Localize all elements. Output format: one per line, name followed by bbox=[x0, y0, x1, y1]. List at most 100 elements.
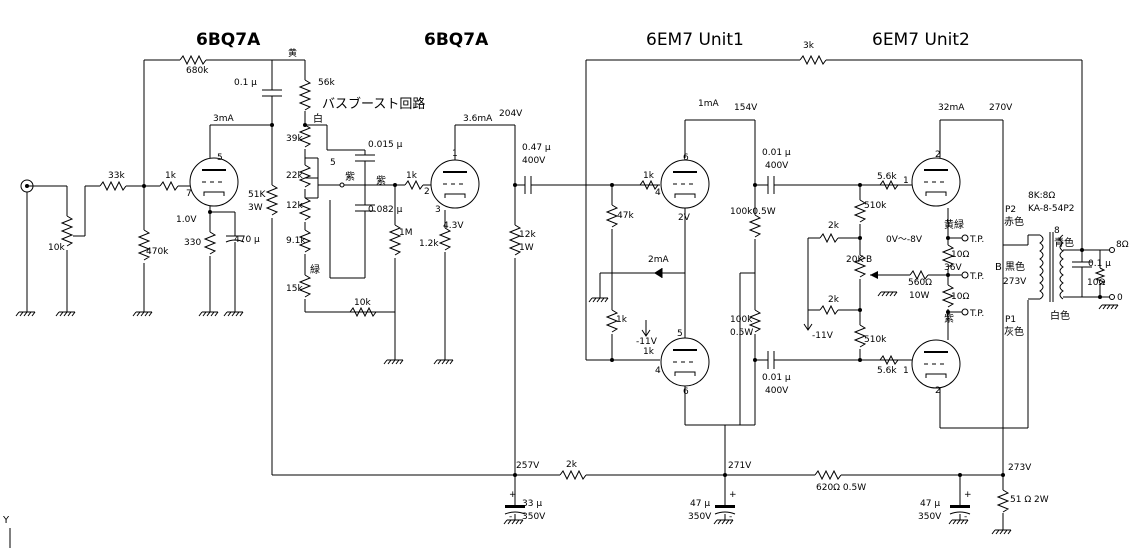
title-tube4: 6EM7 Unit2 bbox=[872, 30, 970, 50]
label-r1k-d: 1k bbox=[616, 315, 628, 325]
label-r10k: 10k bbox=[354, 298, 371, 308]
label-r3k: 3k bbox=[803, 41, 815, 51]
label-i3-6ma: 3.6mA bbox=[463, 114, 493, 124]
label-purple: 紫 bbox=[345, 171, 355, 183]
label-white2: 白色 bbox=[1050, 309, 1070, 322]
label-r2k-b: 2k bbox=[828, 295, 840, 305]
label-r20k: 20K bbox=[846, 255, 864, 265]
label-w10: 10W bbox=[909, 291, 929, 301]
label-i1ma: 1mA bbox=[698, 99, 719, 109]
label-i3ma: 3mA bbox=[213, 114, 234, 124]
label-pin2c: 2 bbox=[935, 150, 941, 160]
label-c001b: 0.01 μ bbox=[762, 373, 791, 383]
label-r1k-e: 1k bbox=[643, 347, 655, 357]
label-r1k-c: 1k bbox=[643, 171, 655, 181]
label-pin5a: 5 bbox=[217, 153, 223, 163]
label-v257: 257V bbox=[516, 461, 540, 471]
label-r2k-c: 2k bbox=[566, 460, 578, 470]
label-pin6b: 6 bbox=[683, 387, 689, 397]
label-r1-2k: 1.2k bbox=[419, 239, 439, 249]
label-vm11b: -11V bbox=[812, 331, 834, 341]
label-vr10k: 10k bbox=[48, 243, 65, 253]
label-r9-1k: 9.1k bbox=[286, 236, 306, 246]
label-yellow-green: 黄緑 bbox=[944, 218, 964, 231]
ground-symbols bbox=[15, 291, 1119, 535]
titles: 6BQ7A 6BQ7A 6EM7 Unit1 6EM7 Unit2 バスブースト… bbox=[196, 30, 970, 112]
label-minus-c: - bbox=[964, 512, 967, 522]
label-v271: 271V bbox=[728, 461, 752, 471]
label-r620: 620Ω 0.5W bbox=[816, 483, 866, 493]
label-tp3: T.P. bbox=[969, 309, 984, 319]
label-red: 赤色 bbox=[1004, 215, 1024, 228]
label-b-black: B 黒色 bbox=[995, 260, 1025, 273]
label-r510k-b: 510k bbox=[864, 335, 887, 345]
label-r22k: 22k bbox=[286, 171, 303, 181]
label-r2k-a: 2k bbox=[828, 221, 840, 231]
label-plus-c: + bbox=[964, 490, 972, 500]
label-r1k-a: 1k bbox=[165, 171, 177, 181]
label-pin4b: 4 bbox=[655, 366, 661, 376]
label-corner: Y bbox=[2, 515, 10, 526]
label-r33k: 33k bbox=[108, 171, 125, 181]
label-c47b: 47 μ bbox=[920, 499, 940, 509]
label-w3: 3W bbox=[248, 203, 263, 213]
label-plus-b: + bbox=[729, 490, 737, 500]
component-labels: 680k 0.1 μ 黄 56k 白 33k 1k 7 5 3mA 51K 3W… bbox=[2, 41, 1129, 526]
title-bass-boost: バスブースト回路 bbox=[322, 96, 425, 112]
label-purple3: 紫 bbox=[944, 313, 954, 325]
label-v400c: 400V bbox=[765, 386, 789, 396]
label-r5-6k-b: 5.6k bbox=[877, 366, 897, 376]
label-i32ma: 32mA bbox=[938, 103, 965, 113]
label-pin6a: 6 bbox=[683, 153, 689, 163]
label-r560: 560Ω bbox=[908, 278, 932, 288]
title-tube3: 6EM7 Unit1 bbox=[646, 30, 744, 50]
label-purple2: 紫 bbox=[376, 175, 386, 187]
label-i2ma: 2mA bbox=[648, 255, 669, 265]
label-p1: P1 bbox=[1005, 315, 1016, 325]
label-c0015: 0.015 μ bbox=[368, 140, 403, 150]
label-r10ohm-c: 10Ω bbox=[1087, 278, 1105, 288]
label-r10ohm-b: 10Ω bbox=[951, 292, 969, 302]
label-v0-8: 0V～-8V bbox=[886, 235, 923, 245]
label-c01u: 0.1 μ bbox=[234, 78, 257, 88]
label-r51k: 51K bbox=[248, 190, 266, 200]
label-out8: 8Ω bbox=[1116, 240, 1129, 250]
label-r51ohm: 51 Ω 2W bbox=[1010, 495, 1049, 505]
junction-dots bbox=[142, 123, 1102, 477]
label-c001a: 0.01 μ bbox=[762, 148, 791, 158]
label-pin4a: 4 bbox=[655, 188, 661, 198]
label-r5-6k-a: 5.6k bbox=[877, 172, 897, 182]
label-r470k: 470k bbox=[146, 247, 169, 257]
label-ot-imp: 8K:8Ω bbox=[1028, 191, 1055, 201]
label-r680k: 680k bbox=[186, 66, 209, 76]
label-r330: 330 bbox=[184, 238, 201, 248]
label-r12k-a: 12k bbox=[286, 201, 303, 211]
label-c33: 33 μ bbox=[522, 499, 542, 509]
label-v4-3: 4.3V bbox=[443, 221, 464, 231]
label-r10ohm-a: 10Ω bbox=[951, 250, 969, 260]
label-white: 白 bbox=[313, 112, 323, 125]
label-r510k-a: 510k bbox=[864, 201, 887, 211]
label-gray: 灰色 bbox=[1004, 325, 1024, 338]
label-v36: 36V bbox=[944, 263, 962, 273]
label-r1m: 1M bbox=[399, 228, 413, 238]
label-tp1: T.P. bbox=[969, 235, 984, 245]
label-v400a: 400V bbox=[522, 156, 546, 166]
label-v2: 2V bbox=[678, 213, 691, 223]
title-tube1: 6BQ7A bbox=[196, 30, 261, 50]
label-pin1: 1 bbox=[452, 149, 458, 159]
label-pin1c: 1 bbox=[903, 176, 909, 186]
label-c047: 0.47 μ bbox=[522, 143, 551, 153]
label-r39k: 39k bbox=[286, 134, 303, 144]
label-r56k: 56k bbox=[318, 78, 335, 88]
label-minus-a: - bbox=[509, 512, 512, 522]
label-v273b: 273V bbox=[1008, 463, 1032, 473]
label-r15k: 15k bbox=[286, 284, 303, 294]
label-bias-b: B bbox=[866, 255, 872, 265]
label-p2: P2 bbox=[1005, 205, 1016, 215]
label-c0082: 0.082 μ bbox=[368, 205, 403, 215]
label-v154: 154V bbox=[734, 103, 758, 113]
label-r1k-b: 1k bbox=[406, 171, 418, 181]
label-w1: 1W bbox=[519, 243, 534, 253]
